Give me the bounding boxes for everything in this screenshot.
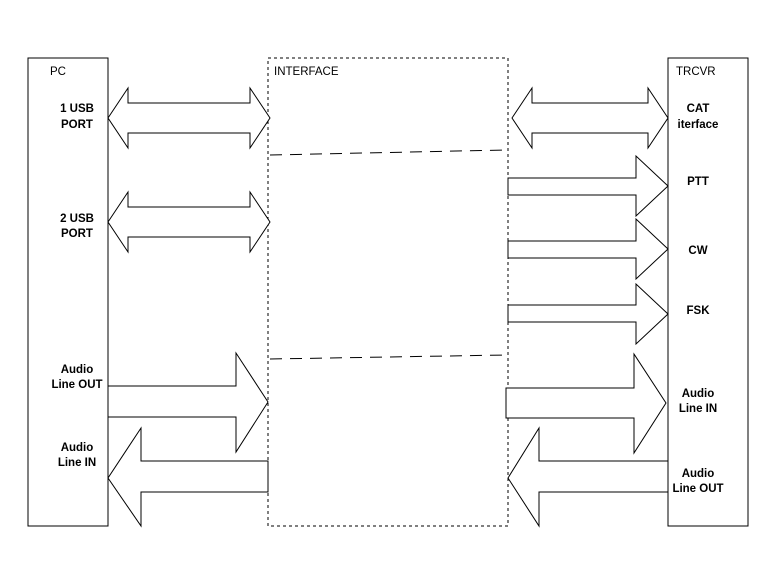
trcvr-block [667, 57, 749, 527]
cat-label-line1: CAT [687, 103, 710, 115]
interface-title: INTERFACE [274, 66, 339, 78]
usb2-label-line2: PORT [61, 228, 93, 240]
trcvr-audio-out-label-line1: Audio [682, 468, 715, 480]
trcvr-audio-out-arrow [507, 426, 669, 528]
cw-label: CW [688, 245, 707, 257]
trcvr-audio-in-arrow [505, 352, 667, 455]
pc-block [27, 57, 109, 527]
usb1-label-line2: PORT [61, 119, 93, 131]
pc-title: PC [50, 66, 66, 78]
cw-arrow [507, 217, 669, 281]
pc-audio-in-label-line1: Audio [61, 442, 94, 454]
trcvr-audio-out-label-line2: Line OUT [672, 483, 723, 495]
trcvr-audio-in-label-line1: Audio [682, 388, 715, 400]
trcvr-audio-in-label-line2: Line IN [679, 403, 717, 415]
trcvr-title: TRCVR [676, 66, 716, 78]
cat-label-line2: iterface [678, 119, 719, 131]
pc-audio-in-label-line2: Line IN [58, 457, 96, 469]
cat-double-arrow [511, 86, 669, 150]
pc-audio-in-arrow [107, 426, 269, 528]
pc-audio-out-label-line1: Audio [61, 364, 94, 376]
interface-block [267, 57, 509, 527]
fsk-label: FSK [687, 305, 711, 317]
pc-audio-out-label-line2: Line OUT [51, 379, 102, 391]
ptt-label: PTT [687, 176, 709, 188]
ptt-arrow [507, 154, 669, 218]
fsk-arrow [507, 282, 669, 346]
usb2-double-arrow [107, 190, 271, 254]
pc-audio-out-arrow [107, 351, 269, 454]
usb1-double-arrow [107, 86, 271, 150]
usb2-label-line1: 2 USB [60, 213, 94, 225]
usb1-label-line1: 1 USB [60, 103, 94, 115]
